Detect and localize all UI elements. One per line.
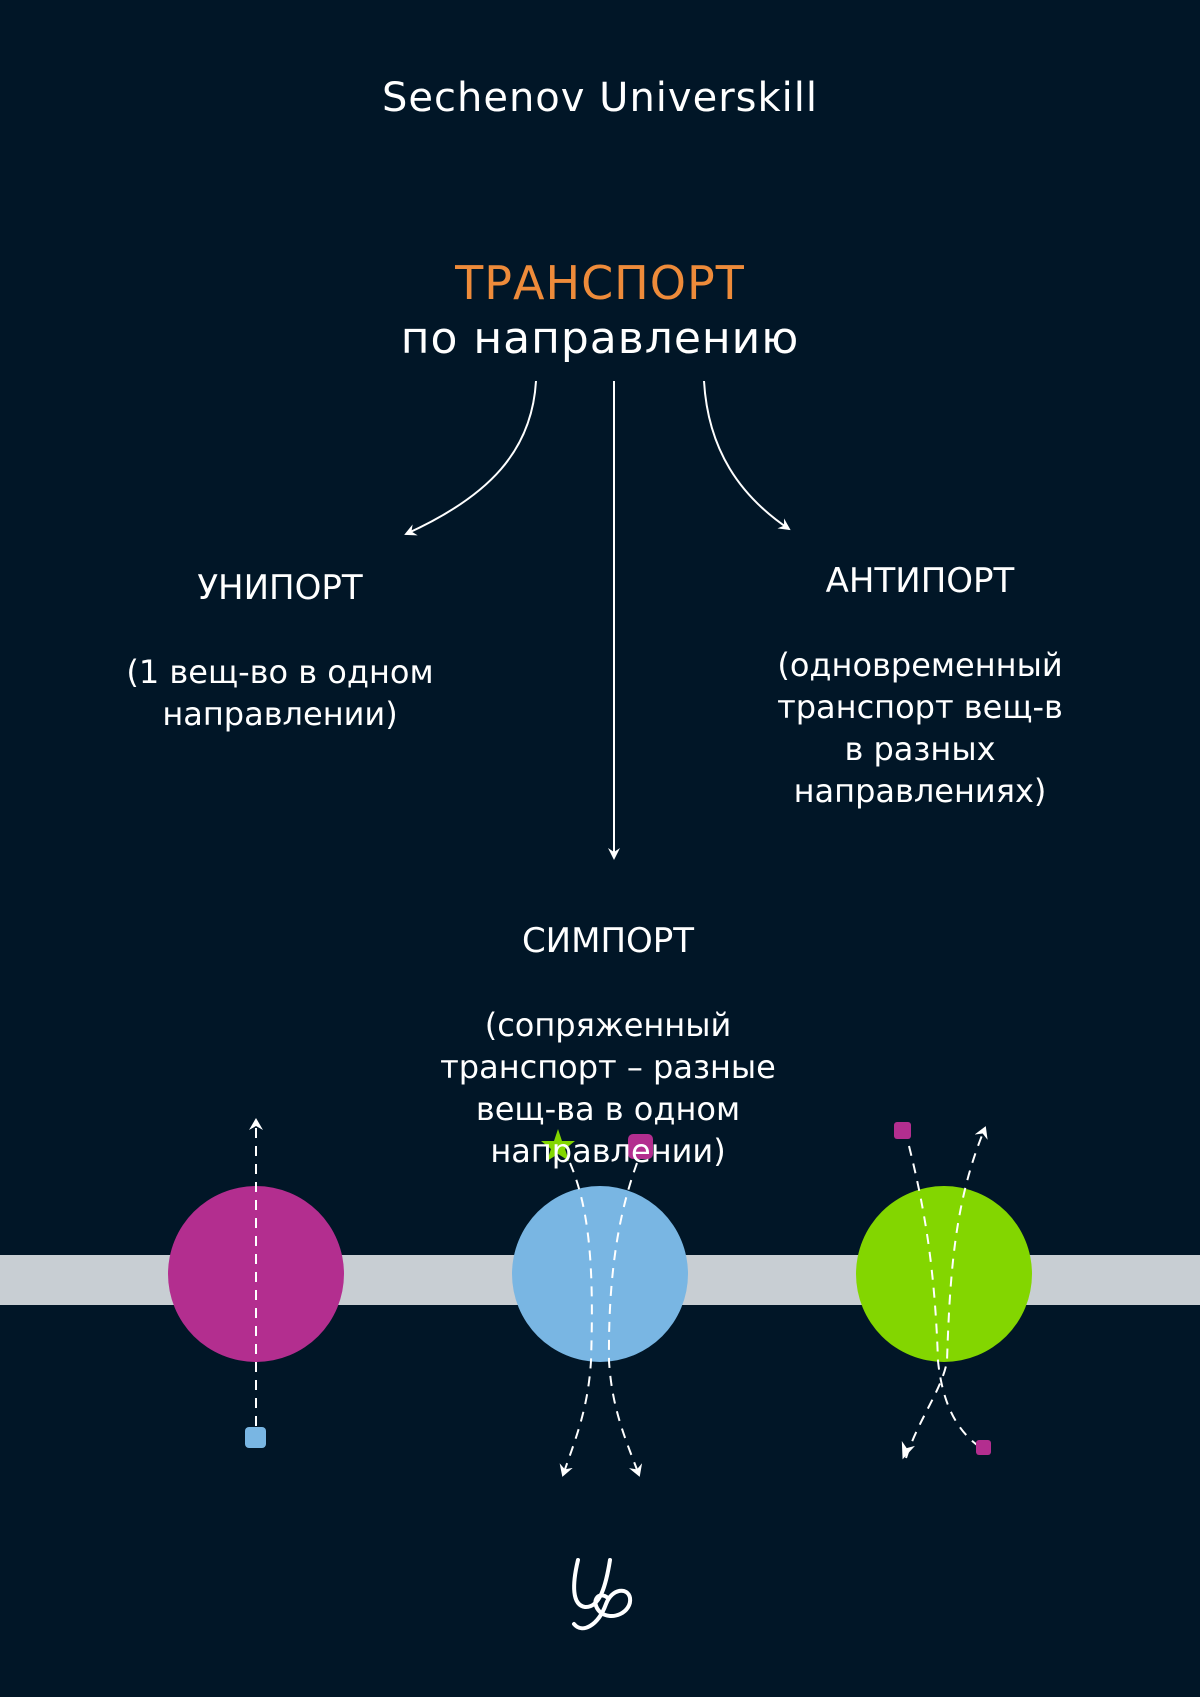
symport-protein xyxy=(512,1186,688,1362)
uniport-label: УНИПОРТ (1 вещ-во в одном направлении) xyxy=(100,525,460,777)
magenta-square-top xyxy=(894,1122,911,1139)
symport-path-right xyxy=(607,1162,643,1477)
blue-square-substance xyxy=(245,1427,266,1448)
antiport-path-up xyxy=(905,1126,988,1459)
uniport-description: (1 вещ-во в одном направлении) xyxy=(126,653,434,733)
symport-description: (сопряженный транспорт – разные вещ-ва в… xyxy=(440,1006,776,1170)
brand-name: Sechenov Universkill xyxy=(382,75,818,121)
page-subtitle: по направлению xyxy=(400,313,800,364)
magenta-square-substance xyxy=(628,1134,653,1159)
page-title: ТРАНСПОРТ xyxy=(455,256,745,310)
symport-path-left xyxy=(559,1162,593,1477)
green-star-substance xyxy=(541,1129,575,1161)
uniport-title: УНИПОРТ xyxy=(197,568,363,608)
antiport-protein xyxy=(856,1186,1032,1362)
symport-title: СИМПОРТ xyxy=(521,921,695,961)
arrow-to-uniport xyxy=(404,380,537,536)
antiport-label: АНТИПОРТ (одновременный транспорт вещ-в … xyxy=(730,518,1110,854)
arrow-to-antiport xyxy=(703,380,791,531)
antiport-description: (одновременный транспорт вещ-в в разных … xyxy=(777,646,1063,810)
symport-label: СИМПОРТ (сопряженный транспорт – разные … xyxy=(388,878,828,1214)
universkill-logo xyxy=(572,1558,633,1631)
antiport-title: АНТИПОРТ xyxy=(825,561,1015,601)
antiport-path-down xyxy=(908,1145,981,1448)
magenta-square-bottom xyxy=(976,1440,991,1455)
antiport-arrowhead-down xyxy=(901,1441,915,1460)
